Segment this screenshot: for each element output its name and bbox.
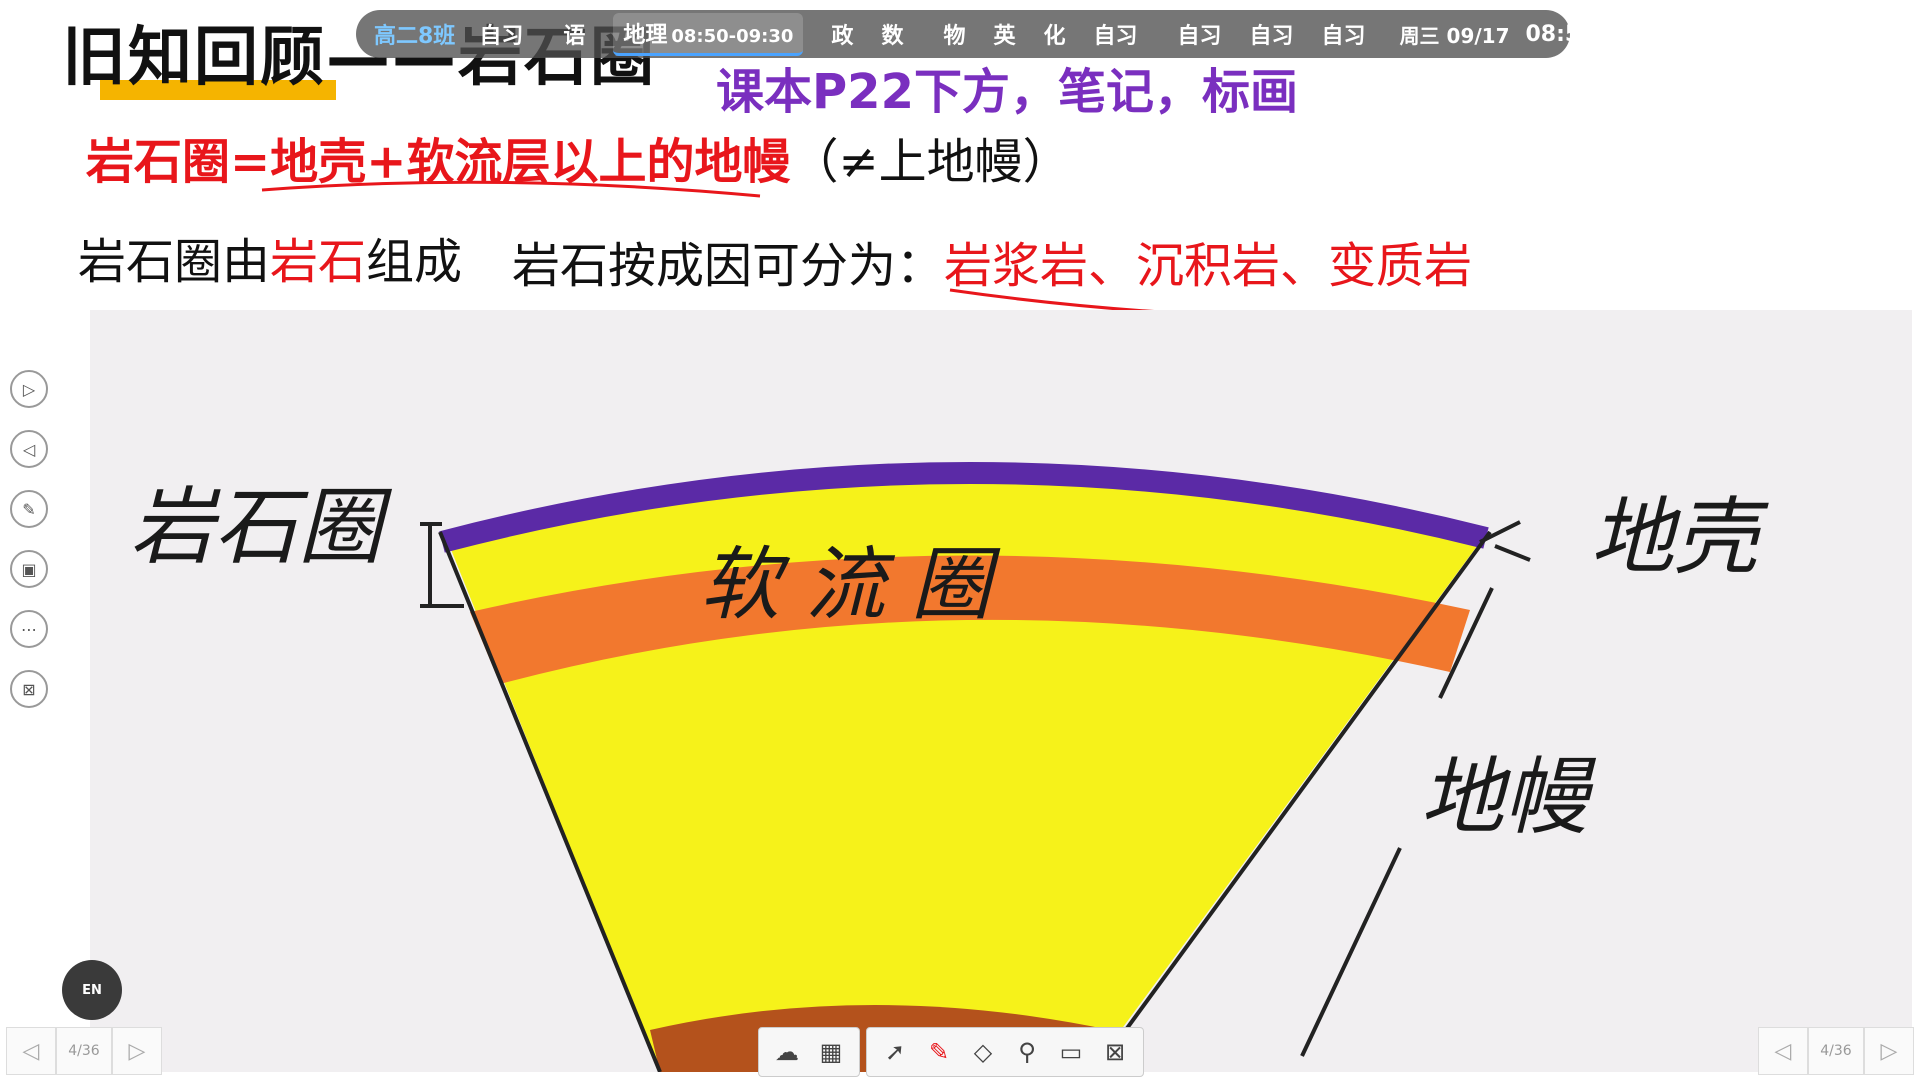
language-button[interactable]: EN [62, 960, 122, 1020]
grid-icon[interactable]: ▦ [819, 1038, 843, 1066]
exit-icon[interactable]: ⊠ [1104, 1038, 1126, 1066]
textbook-note: 课本P22下方，笔记，标画 [716, 64, 1298, 120]
crust-pointer [1479, 520, 1531, 562]
pen-icon[interactable]: ✎ [10, 490, 48, 528]
search-icon[interactable]: ⚲ [1018, 1038, 1036, 1066]
schedule-item: 自习 [1093, 24, 1138, 49]
label-asthenosphere: 软 流 圈 [700, 538, 991, 631]
composition-suffix: 组成 [366, 234, 463, 290]
cursor-icon[interactable]: ➚ [884, 1038, 906, 1066]
label-mantle: 地幔 [1420, 748, 1589, 846]
classification-red: 岩浆岩、沉积岩、变质岩 [944, 238, 1473, 294]
definition-line: 岩石圈=地壳+软流层以上的地幔（≠上地幔） [86, 122, 1071, 192]
definition-note: （≠上地幔） [790, 134, 1071, 190]
lithosphere-bracket [420, 522, 464, 608]
prev-page-button[interactable]: ◁ [1758, 1027, 1808, 1075]
asthenosphere-band [470, 555, 1470, 684]
composition-line: 岩石圈由岩石组成 [78, 222, 462, 292]
schedule-item: 化 [1043, 24, 1066, 49]
definition-red: 岩石圈=地壳+软流层以上的地幔 [86, 134, 791, 190]
current-subject: 地理 [623, 22, 668, 48]
composition-red: 岩石 [270, 234, 367, 290]
next-page-button[interactable]: ▷ [1864, 1027, 1914, 1075]
label-lithosphere: 岩石圈 [130, 478, 383, 576]
schedule-item: 政 [831, 24, 854, 49]
play-forward-icon[interactable]: ▷ [10, 370, 48, 408]
close-screen-icon[interactable]: ⊠ [10, 670, 48, 708]
page-nav-left: ◁ 4/36 ▷ [6, 1026, 162, 1076]
screen-icon[interactable]: ▣ [10, 550, 48, 588]
page-indicator: 4/36 [56, 1027, 112, 1075]
schedule-item: 语 [563, 24, 586, 49]
schedule-item: 自习 [1249, 24, 1294, 49]
schedule-date: 周三 09/17 [1399, 23, 1510, 48]
wedge-left-edge [438, 531, 662, 1072]
cloud-icon[interactable]: ☁ [775, 1038, 799, 1066]
schedule-item: 物 [943, 24, 966, 49]
next-page-button[interactable]: ▷ [112, 1027, 162, 1075]
page-indicator: 4/36 [1808, 1027, 1864, 1075]
toolbar-group-left: ☁ ▦ [758, 1027, 860, 1077]
mantle-pointer [1300, 587, 1494, 1057]
schedule-item: 自习 [479, 24, 524, 49]
classification-line: 岩石按成因可分为：岩浆岩、沉积岩、变质岩 [512, 226, 1472, 296]
crust-arc [439, 462, 1489, 553]
schedule-item: 自习 [1321, 24, 1366, 49]
label-crust: 地壳 [1590, 488, 1759, 586]
earth-layer-drawing [420, 462, 1531, 1072]
current-time: 08:50-09:30 [671, 25, 794, 47]
eraser-icon[interactable]: ◇ [973, 1038, 993, 1066]
page-nav-right: ◁ 4/36 ▷ [1758, 1026, 1914, 1076]
toolbar-group-right: ➚ ✎ ◇ ⚲ ▭ ⊠ [866, 1027, 1144, 1077]
wedge-right-edge [1093, 530, 1492, 1072]
composition-prefix: 岩石圈由 [78, 234, 271, 290]
schedule-item: 自习 [1177, 24, 1222, 49]
prev-page-button[interactable]: ◁ [6, 1027, 56, 1075]
play-back-icon[interactable]: ◁ [10, 430, 48, 468]
schedule-item: 数 [881, 24, 904, 49]
class-name: 高二8班 [374, 24, 456, 49]
side-toolbar: ▷ ◁ ✎ ▣ ⋯ ⊠ [10, 370, 50, 730]
earth-layer-diagram: 岩石圈 软 流 圈 地壳 地幔 [90, 310, 1912, 1072]
more-icon[interactable]: ⋯ [10, 610, 48, 648]
schedule-item: 英 [993, 24, 1016, 49]
pen-icon[interactable]: ✎ [928, 1038, 950, 1066]
title-highlight [100, 80, 336, 100]
classification-prefix: 岩石按成因可分为： [512, 238, 945, 294]
board-icon[interactable]: ▭ [1059, 1038, 1083, 1066]
bottom-toolbar: ☁ ▦ ➚ ✎ ◇ ⚲ ▭ ⊠ [758, 1026, 1150, 1078]
schedule-clock: 08:59:05 [1525, 21, 1635, 47]
